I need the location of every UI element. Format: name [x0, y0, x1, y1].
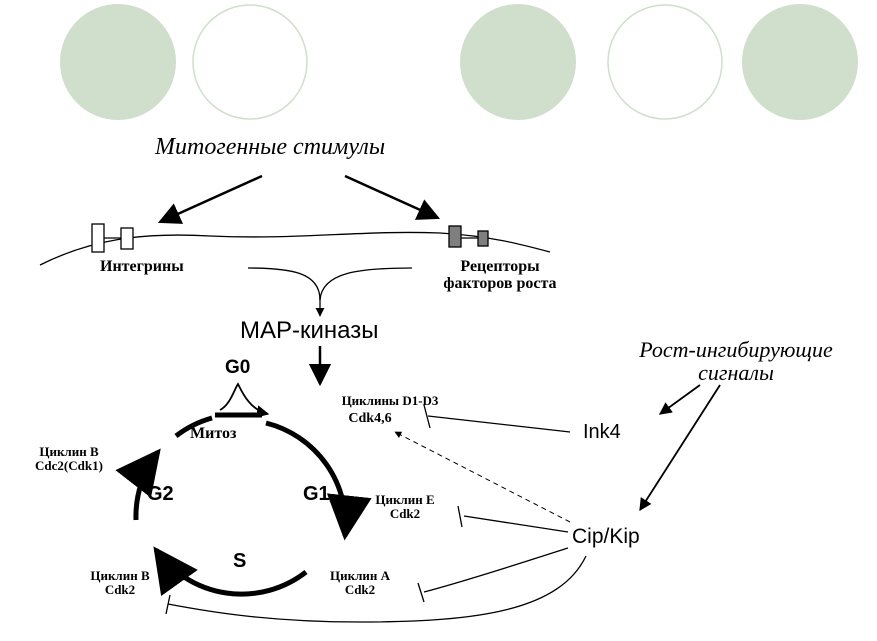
- gf-receptor-2: [477, 230, 489, 247]
- cyclin-b-cdk2-label: Циклин В Cdk2: [70, 569, 170, 596]
- cyclin-d-line2: Cdk4,6: [348, 410, 392, 426]
- growth-inhibitory-line1: Рост-ингибирующие: [639, 337, 833, 362]
- membrane-line: [39, 231, 551, 266]
- cyclin-b-cdc2-line2: Cdc2(Cdk1): [35, 457, 103, 473]
- cyclin-b-cdk2-line1: Циклин В: [90, 568, 150, 583]
- ink4-label: Ink4: [583, 421, 621, 443]
- cyclin-b-cdc2-label: Циклин В Cdc2(Cdk1): [4, 445, 134, 472]
- integrin-to-map: [247, 267, 321, 301]
- cyclin-d-line1: Циклины D1-D3: [341, 393, 439, 408]
- cipkip-inhibit-e-line: [463, 515, 569, 533]
- integrins-label: Интегрины: [100, 258, 184, 275]
- cycle-arc-mitosis: [174, 415, 213, 439]
- gf-receptor-1: [448, 225, 462, 248]
- s-label: S: [233, 550, 247, 572]
- map-kinases-label: МАР-киназы: [240, 317, 379, 344]
- receptor-to-map: [319, 267, 413, 301]
- mitosis-label: Митоз: [190, 425, 237, 442]
- cipkip-inhibit-a-bar: [417, 582, 425, 603]
- g2-label: G2: [147, 483, 174, 505]
- decor-circle-4: [607, 4, 723, 120]
- cipkip-inhibit-b-line: [167, 555, 587, 623]
- mitogen-arrow-right: [344, 174, 441, 220]
- cycle-arc-s: [153, 546, 308, 597]
- integrin-receptor-2: [120, 227, 134, 250]
- cyclin-b-cdc2-line1: Циклин В: [39, 444, 99, 459]
- cipkip-label: Cip/Kip: [572, 525, 640, 548]
- cyclin-e-line1: Циклин Е: [375, 492, 435, 507]
- inhibit-to-cipkip-arrow: [639, 384, 721, 512]
- mitogenic-stimuli-label: Митогенные стимулы: [155, 134, 386, 160]
- g0-label: G0: [225, 357, 251, 378]
- decor-circle-3: [460, 4, 576, 120]
- cycle-arc-g2: [115, 448, 161, 521]
- growth-inhibitory-label: Рост-ингибирующие сигналы: [600, 338, 872, 384]
- gf-receptors-label: Рецепторы факторов роста: [414, 258, 586, 293]
- cipkip-dashed-arrow: [394, 431, 571, 523]
- cyclin-e-label: Циклин Е Cdk2: [355, 493, 455, 520]
- cyclin-a-line2: Cdk2: [344, 581, 376, 597]
- g0-loop-arrow: [219, 382, 270, 418]
- g1-label: G1: [303, 483, 330, 505]
- gf-receptors-line2: факторов роста: [443, 274, 557, 292]
- growth-inhibitory-line2: сигналы: [698, 360, 774, 386]
- integrin-receptor-1: [91, 223, 105, 253]
- cyclin-d-label: Циклины D1-D3 Cdk4,6: [330, 394, 450, 426]
- cipkip-inhibit-a-line: [423, 547, 569, 593]
- decor-circle-2: [192, 4, 308, 120]
- gf-receptors-line1: Рецепторы: [460, 258, 540, 275]
- decor-circle-1: [60, 4, 176, 120]
- cyclin-e-line2: Cdk2: [389, 505, 421, 521]
- cipkip-inhibit-b-bar: [165, 594, 171, 615]
- inhibit-to-ink4-arrow: [658, 384, 701, 415]
- cyclin-a-line1: Циклин А: [329, 568, 390, 583]
- ink4-inhibit-line: [427, 415, 571, 433]
- cyclin-a-label: Циклин А Cdk2: [310, 569, 410, 596]
- mitogen-arrow-left: [157, 174, 263, 224]
- cycle-arc-g1: [265, 420, 372, 541]
- ink4-inhibit-bar: [423, 404, 431, 429]
- cyclin-b-cdk2-line2: Cdk2: [104, 581, 136, 597]
- decor-circle-5: [742, 4, 858, 120]
- cipkip-inhibit-e-bar: [457, 505, 463, 528]
